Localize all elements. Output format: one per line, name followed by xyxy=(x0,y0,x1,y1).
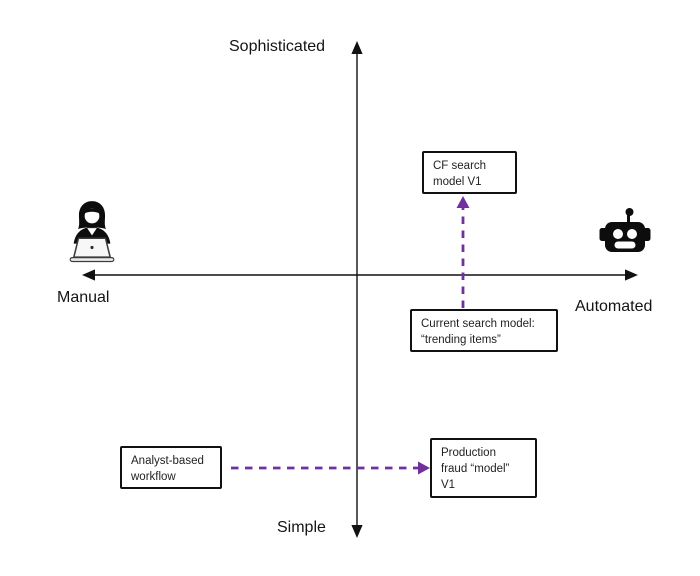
box-current-search-model: Current search model: “trending items” xyxy=(410,309,558,352)
box-analyst-based-workflow: Analyst-based workflow xyxy=(120,446,222,489)
axis-label-simple: Simple xyxy=(277,519,326,536)
box-text-line: model V1 xyxy=(433,176,482,188)
horizontal-axis-left-arrowhead xyxy=(82,269,95,281)
box-text-line: “trending items” xyxy=(421,334,501,346)
arrow-current-to-cf-head xyxy=(456,196,470,208)
robot-icon xyxy=(599,207,651,255)
axis-label-automated: Automated xyxy=(575,298,653,315)
box-cf-search-model: CF search model V1 xyxy=(422,151,517,194)
vertical-axis-bottom-arrowhead xyxy=(351,525,363,538)
box-text-line: CF search xyxy=(433,160,487,172)
arrow-analyst-to-production-head xyxy=(418,461,430,475)
box-text-line: Production xyxy=(441,447,496,459)
box-text-line: fraud “model” xyxy=(441,463,510,475)
box-text-line: workflow xyxy=(131,471,176,483)
axis-label-sophisticated: Sophisticated xyxy=(229,38,326,55)
horizontal-axis-right-arrowhead xyxy=(625,269,638,281)
axis-label-manual: Manual xyxy=(57,289,110,306)
box-production-fraud-model: Production fraud “model” V1 xyxy=(430,438,537,498)
analyst-at-laptop-icon xyxy=(63,198,121,266)
box-text-line: V1 xyxy=(441,479,456,491)
vertical-axis-top-arrowhead xyxy=(351,41,363,54)
box-text-line: Analyst-based xyxy=(131,455,204,467)
box-text-line: Current search model: xyxy=(421,318,535,330)
